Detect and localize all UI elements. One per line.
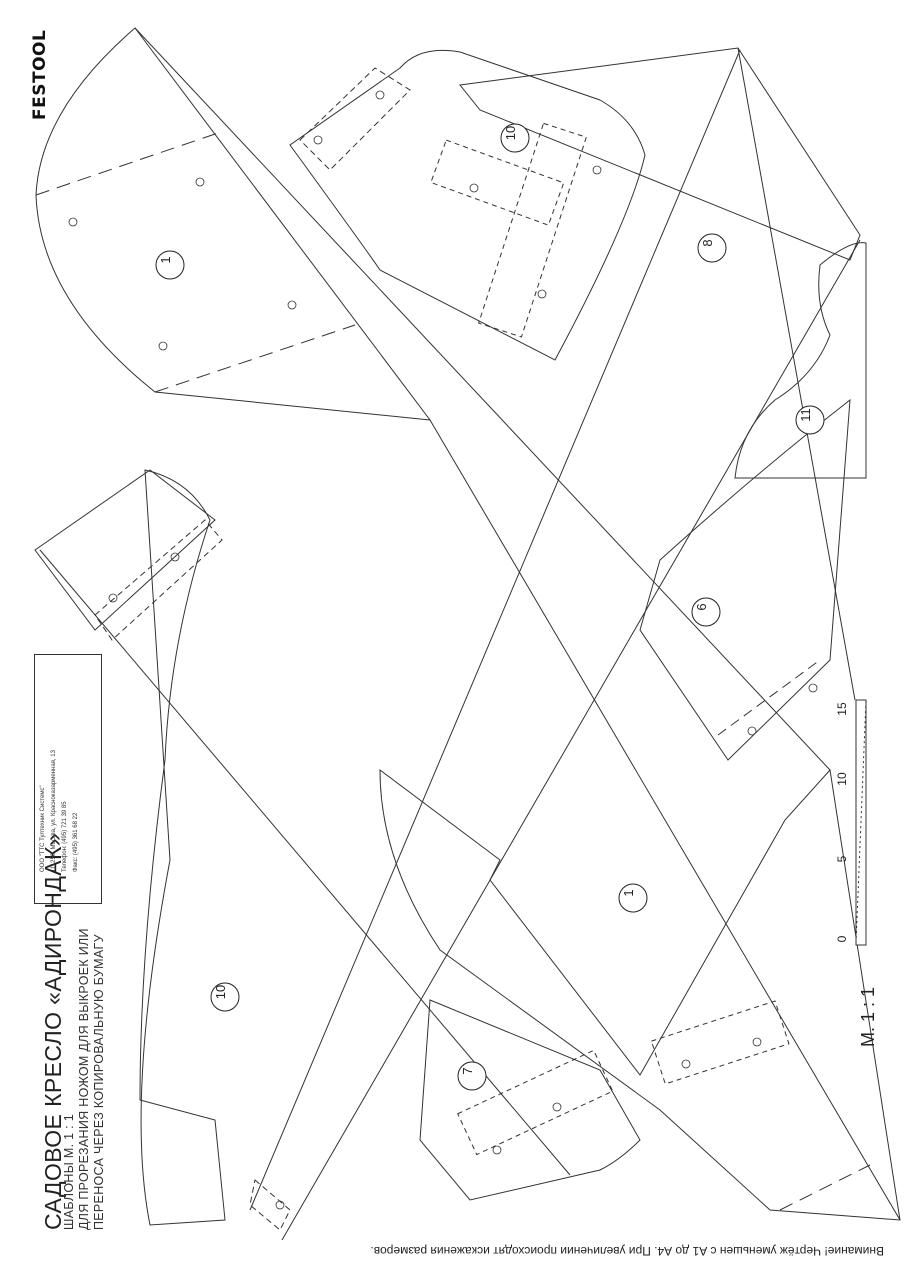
mark-16 xyxy=(552,1102,562,1112)
scale-tick-0: 0 xyxy=(835,935,849,942)
mark-1 xyxy=(195,177,205,187)
mark-9 xyxy=(537,289,547,299)
part-11-badge xyxy=(795,405,825,435)
part-7-bracket-a xyxy=(650,1000,790,1085)
scale-tick-15: 15 xyxy=(835,702,849,716)
part-10-top-outline xyxy=(289,49,646,361)
scale-tick-10: 10 xyxy=(835,772,849,786)
company-fax: Факс: (495) 361 68 22 xyxy=(73,812,79,872)
part-7-dash xyxy=(779,1164,871,1211)
subtitle-line-2: ДЛЯ ПРОРЕЗАНИЯ НОЖОМ ДЛЯ ВЫКРОЕК ИЛИ xyxy=(77,928,91,1230)
scale-bar-hatch xyxy=(855,699,867,944)
part-1-bottom-badge xyxy=(618,883,648,913)
mark-10 xyxy=(170,552,180,562)
part-1-top-badge xyxy=(155,250,185,280)
scale-tick-5: 5 xyxy=(835,855,849,862)
part-8-badge xyxy=(697,233,727,263)
part-7-small-dash xyxy=(249,1179,291,1231)
part-11-label: 11 xyxy=(798,408,813,422)
mark-15 xyxy=(681,1059,691,1069)
mark-12 xyxy=(808,683,818,693)
long-line-a xyxy=(249,49,741,1211)
subtitle-line-3: ПЕРЕНОСА ЧЕРЕЗ КОПИРОВАЛЬНУЮ БУМАГУ xyxy=(92,934,106,1230)
long-line-d xyxy=(39,549,571,1176)
mark-8 xyxy=(592,165,602,175)
part-10-top-bracket-a xyxy=(430,139,565,226)
part-1-top-dash-a xyxy=(35,132,219,196)
part-8-long-edge xyxy=(737,47,856,701)
part-10-top-badge xyxy=(500,123,530,153)
subtitle-line-1: ШАБЛОНЫ М. 1 : 1 xyxy=(62,1114,76,1230)
part-9-outline xyxy=(639,398,851,761)
scale-label: М. 1 : 1 xyxy=(858,986,878,1047)
part-1-top-label: 1 xyxy=(158,256,173,263)
part-10-top-label: 10 xyxy=(503,126,518,140)
part-10-top-bracket-b xyxy=(477,122,587,338)
mark-6 xyxy=(375,90,385,100)
mark-7 xyxy=(469,183,479,193)
mark-18 xyxy=(275,1200,285,1210)
mark-11 xyxy=(108,593,118,603)
mark-17 xyxy=(492,1145,502,1155)
company-name: ООО "ТТС Тултехник Системс" xyxy=(40,785,46,872)
mark-13 xyxy=(747,726,757,736)
part-8-label: 8 xyxy=(700,239,715,246)
mark-4 xyxy=(158,341,168,351)
part-1-top-outline xyxy=(35,27,432,421)
part-10-bottom-tab-dash xyxy=(94,519,223,641)
mark-2 xyxy=(68,217,78,227)
part-7-label: 7 xyxy=(460,1067,475,1074)
company-info-box xyxy=(34,654,102,904)
part-10-bottom-outline xyxy=(139,469,226,1226)
part-10-bottom-tab xyxy=(34,469,216,631)
part-8-outline xyxy=(459,47,861,261)
mark-5 xyxy=(313,135,323,145)
part-9-dash xyxy=(717,659,821,736)
part-1-bottom-label: 1 xyxy=(621,889,636,896)
part-6-label: 6 xyxy=(694,603,709,610)
mark-3 xyxy=(287,300,297,310)
part-7-badge xyxy=(457,1061,487,1091)
long-line-c xyxy=(134,27,831,771)
part-7-outline xyxy=(379,768,901,1221)
company-address: 111250, Москва, ул. Красноказарменная, 1… xyxy=(51,750,57,872)
warning-note: Внимание! Чертёж уменьшен с А1 до А4. Пр… xyxy=(370,1244,884,1258)
long-line-b xyxy=(281,239,861,1241)
part-10-bottom-label: 10 xyxy=(213,985,228,999)
long-line-e xyxy=(429,419,901,1221)
part-10-bottom-badge xyxy=(210,982,240,1012)
part-1-top-dash-b xyxy=(154,324,356,393)
part-7-small-outline xyxy=(419,999,641,1201)
part-10-top-tab xyxy=(299,67,411,171)
mark-14 xyxy=(752,1037,762,1047)
part-6-badge xyxy=(691,597,721,627)
part-7-small-bracket xyxy=(457,1049,614,1156)
company-phone: Телефон: (495) 721 39 85 xyxy=(62,801,68,872)
festool-logo: FESTOOL xyxy=(30,29,50,120)
